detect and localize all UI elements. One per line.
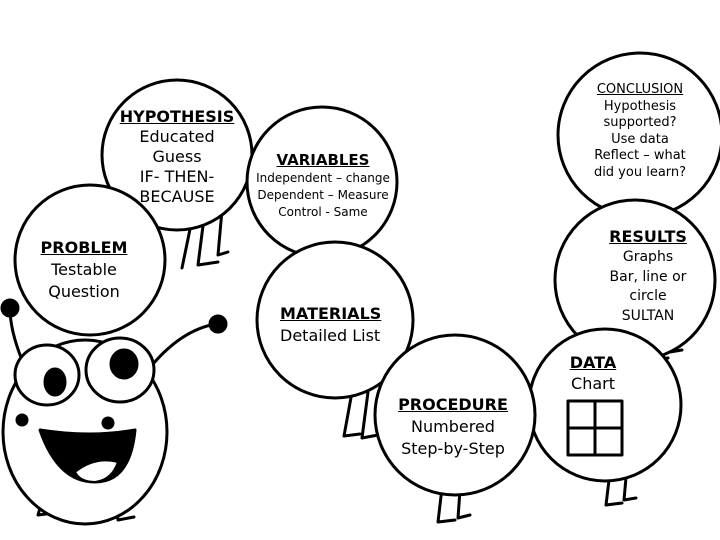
hypothesis-title: HYPOTHESIS <box>119 107 235 126</box>
antenna-tip <box>0 298 20 318</box>
hypothesis-line: Educated <box>139 127 215 146</box>
variables-text: VARIABLES Independent – change Dependent… <box>248 150 398 221</box>
variables-line: Control - Same <box>278 205 368 219</box>
problem-line: Question <box>48 282 120 301</box>
nostril <box>15 413 29 427</box>
results-text: RESULTS Graphs Bar, line or circle SULTA… <box>592 226 704 326</box>
leg <box>196 208 220 267</box>
leg <box>360 390 380 440</box>
conclusion-line: Reflect – what <box>594 148 686 163</box>
materials-line: Detailed List <box>280 326 381 345</box>
conclusion-text: CONCLUSION Hypothesis supported? Use dat… <box>580 82 700 181</box>
conclusion-title: CONCLUSION <box>596 82 684 97</box>
hypothesis-line: BECAUSE <box>139 187 215 206</box>
variables-line: Dependent – Measure <box>257 188 389 202</box>
procedure-segment <box>373 333 537 497</box>
results-title: RESULTS <box>609 227 687 246</box>
antenna <box>146 322 218 372</box>
problem-segment <box>13 183 167 337</box>
variables-line: Independent – change <box>256 171 390 185</box>
results-line: SULTAN <box>621 307 675 324</box>
leg <box>342 390 362 438</box>
procedure-title: PROCEDURE <box>398 395 508 414</box>
hypothesis-line: IF- THEN- <box>139 167 215 186</box>
results-line: Bar, line or <box>609 268 687 285</box>
procedure-line: Numbered <box>411 417 495 436</box>
procedure-line: Step-by-Step <box>401 439 505 458</box>
materials-segment <box>255 240 415 400</box>
data-title: DATA <box>569 353 617 372</box>
nostril <box>101 416 115 430</box>
procedure-text: PROCEDURE Numbered Step-by-Step <box>390 394 516 460</box>
tongue <box>74 459 119 483</box>
materials-text: MATERIALS Detailed List <box>280 303 400 347</box>
problem-text: PROBLEM Testable Question <box>38 237 130 303</box>
caterpillar-head <box>1 336 169 526</box>
data-line: Chart <box>571 374 615 393</box>
results-line: circle <box>629 288 667 304</box>
materials-title: MATERIALS <box>280 304 382 323</box>
antenna-tip <box>208 314 228 334</box>
variables-title: VARIABLES <box>276 151 370 169</box>
conclusion-line: supported? <box>603 115 677 130</box>
hypothesis-line: Guess <box>152 147 202 166</box>
problem-line: Testable <box>51 260 117 279</box>
conclusion-line: did you learn? <box>593 164 687 180</box>
left-pupil <box>43 367 67 397</box>
problem-title: PROBLEM <box>40 238 128 257</box>
chart-grid-icon <box>566 399 624 457</box>
conclusion-line: Use data <box>611 131 669 147</box>
conclusion-line: Hypothesis <box>603 98 677 114</box>
results-line: Graphs <box>622 249 674 265</box>
right-pupil <box>109 348 139 380</box>
data-text: DATA Chart <box>560 352 626 394</box>
leg <box>216 208 230 257</box>
hypothesis-text: HYPOTHESIS Educated Guess IF- THEN- BECA… <box>112 107 242 207</box>
